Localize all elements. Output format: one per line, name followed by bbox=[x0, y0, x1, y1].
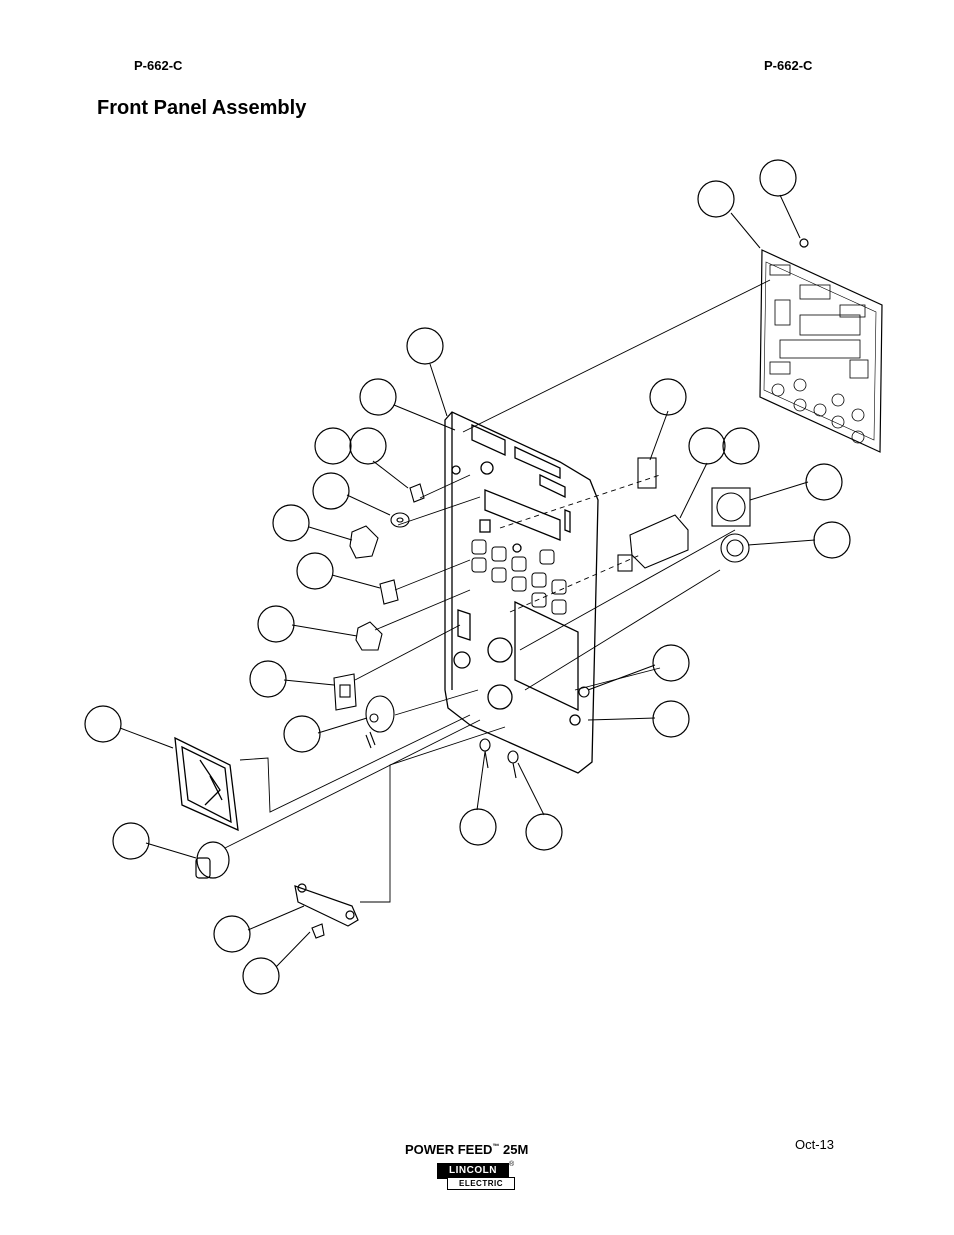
part-number-left: P-662-C bbox=[134, 58, 183, 73]
callout-5 bbox=[314, 427, 352, 465]
callout-23 bbox=[813, 521, 851, 559]
keypad-buttons bbox=[471, 539, 567, 615]
small-components bbox=[333, 457, 751, 779]
callout-12 bbox=[283, 715, 321, 753]
registered-mark: ® bbox=[509, 1161, 515, 1168]
product-label: POWER FEED bbox=[405, 1142, 493, 1157]
callout-9 bbox=[296, 552, 334, 590]
callout-10 bbox=[257, 605, 295, 643]
revision-date: Oct-13 bbox=[795, 1137, 835, 1152]
callout-leaders bbox=[119, 194, 816, 968]
pc-board bbox=[759, 249, 883, 453]
page-title: Front Panel Assembly bbox=[97, 97, 307, 119]
front-panel bbox=[444, 411, 599, 774]
knob bbox=[195, 841, 230, 879]
product-name: POWER FEED™ 25M bbox=[405, 1142, 528, 1157]
part-number-right: P-662-C bbox=[764, 58, 813, 73]
callout-13 bbox=[84, 705, 122, 743]
trademark-symbol: ™ bbox=[492, 1143, 500, 1151]
callout-19 bbox=[649, 378, 687, 416]
callout-1 bbox=[697, 180, 735, 218]
callout-11 bbox=[249, 660, 287, 698]
board-screw bbox=[799, 238, 809, 248]
callout-22 bbox=[805, 463, 843, 501]
callout-2 bbox=[759, 159, 797, 197]
cover-plate bbox=[294, 883, 359, 927]
callout-circles bbox=[84, 159, 851, 995]
callout-16 bbox=[242, 957, 280, 995]
callout-18 bbox=[525, 813, 563, 851]
callout-14 bbox=[112, 822, 150, 860]
lincoln-electric-logo: LINCOLN ELECTRIC ® bbox=[437, 1161, 515, 1191]
callout-8 bbox=[272, 504, 310, 542]
callout-17 bbox=[459, 808, 497, 846]
callout-6 bbox=[349, 427, 387, 465]
callout-20 bbox=[688, 427, 726, 465]
assembly-lines bbox=[224, 279, 771, 903]
logo-bottom-text: ELECTRIC bbox=[447, 1177, 515, 1190]
model-label: 25M bbox=[499, 1142, 529, 1157]
callout-4 bbox=[359, 378, 397, 416]
callout-15 bbox=[213, 915, 251, 953]
callout-7 bbox=[312, 472, 350, 510]
callout-24 bbox=[652, 644, 690, 682]
callout-21 bbox=[722, 427, 760, 465]
knob-housing bbox=[174, 736, 239, 832]
callout-3 bbox=[406, 327, 444, 365]
plate-screw bbox=[311, 923, 325, 939]
callout-25 bbox=[652, 700, 690, 738]
